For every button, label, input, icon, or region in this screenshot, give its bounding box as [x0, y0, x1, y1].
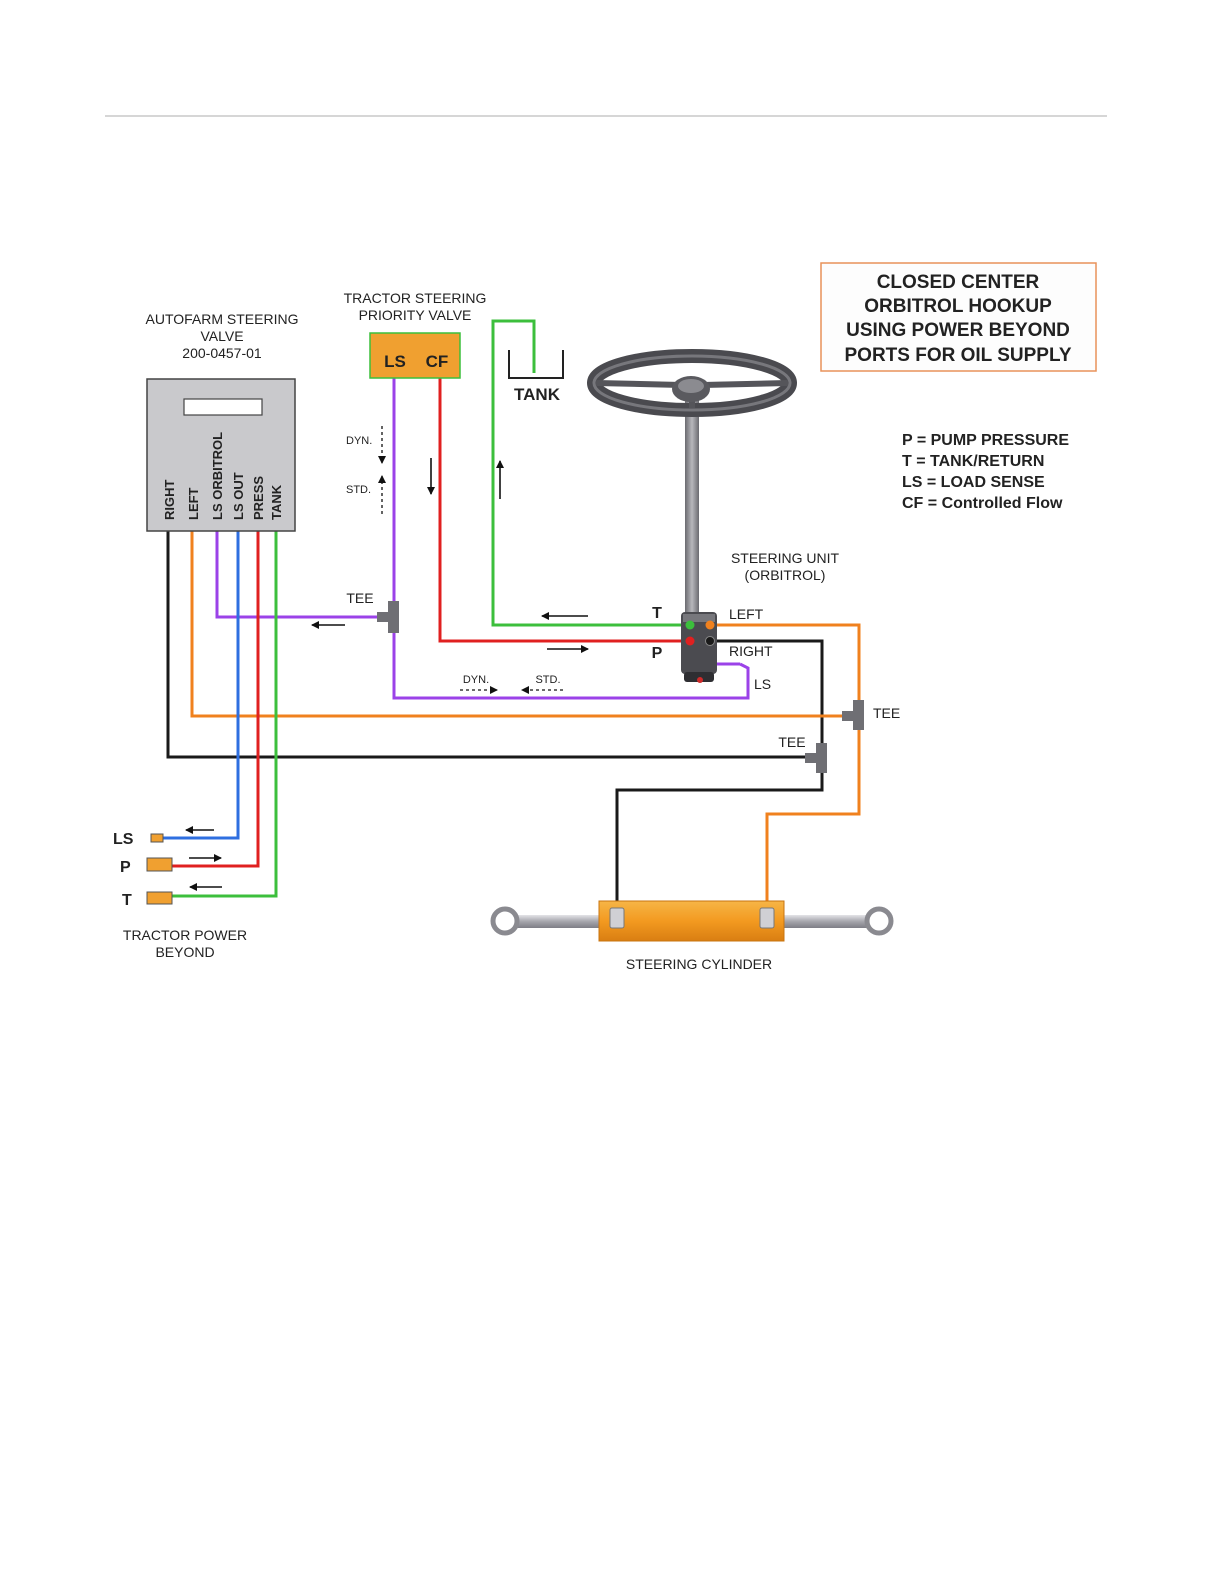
autofarm-label-plate [183, 398, 263, 416]
line-press [172, 378, 690, 868]
priority-port-ls: LS [384, 352, 406, 371]
tractor-power-beyond: LS P T TRACTOR POWER BEYOND [113, 831, 247, 960]
tee-label-purple: TEE [346, 590, 373, 606]
steering-cylinder: STEERING CYLINDER [490, 900, 894, 972]
tee-black [805, 743, 827, 773]
title-line-1: CLOSED CENTER [877, 272, 1040, 293]
pb-title-2: BEYOND [155, 944, 214, 960]
tee-label-orange: TEE [873, 705, 900, 721]
pb-title-1: TRACTOR POWER [123, 927, 247, 943]
pb-port-ls [150, 833, 164, 843]
line-tank [172, 319, 690, 898]
steering-port-t: T [652, 605, 662, 622]
autofarm-title-3: 200-0457-01 [182, 345, 262, 361]
pb-label-ls: LS [113, 831, 134, 848]
steering-unit-title-2: (ORBITROL) [745, 567, 826, 583]
pb-label-t: T [122, 892, 132, 909]
pb-port-t [146, 891, 173, 905]
title-line-3: USING POWER BEYOND [846, 320, 1070, 341]
std-label-vertical: STD. [346, 484, 371, 496]
legend: P = PUMP PRESSURE T = TANK/RETURN LS = L… [902, 432, 1069, 512]
tank: TANK [508, 350, 564, 404]
steering-port-right: RIGHT [729, 643, 773, 659]
steering-unit: STEERING UNIT (ORBITROL) T P LEFT RIGHT … [652, 550, 840, 692]
flow-arrows [185, 458, 589, 891]
title-line-4: PORTS FOR OIL SUPPLY [845, 345, 1072, 366]
hydraulic-lines [162, 319, 861, 912]
autofarm-title-1: AUTOFARM STEERING [146, 311, 299, 327]
steering-port-p: P [652, 645, 663, 662]
port-label-right: RIGHT [162, 480, 177, 521]
tee-label-black: TEE [778, 734, 805, 750]
title-box: CLOSED CENTER ORBITROL HOOKUP USING POWE… [820, 262, 1097, 372]
tee-fittings [377, 601, 864, 773]
tee-purple [377, 601, 399, 633]
priority-title-2: PRIORITY VALVE [359, 307, 472, 323]
dyn-label-horizontal: DYN. [463, 674, 489, 686]
priority-title-1: TRACTOR STEERING [344, 290, 487, 306]
flow-mode-annotations: DYN. STD. DYN. STD. [346, 426, 563, 694]
port-label-press: PRESS [251, 476, 266, 520]
priority-valve: TRACTOR STEERING PRIORITY VALVE LS CF [344, 290, 487, 379]
tee-orange [842, 700, 864, 730]
line-ls-out [162, 530, 240, 840]
cylinder-fitting-right [759, 907, 775, 929]
dyn-label-vertical: DYN. [346, 435, 372, 447]
title-line-2: ORBITROL HOOKUP [864, 296, 1052, 317]
std-label-horizontal: STD. [535, 674, 560, 686]
cylinder-fitting-left [609, 907, 625, 929]
autofarm-title-2: VALVE [200, 328, 243, 344]
port-label-left: LEFT [186, 487, 201, 520]
cylinder-eye-right [864, 906, 894, 936]
port-label-ls-out: LS OUT [231, 472, 246, 520]
legend-pump-pressure: P = PUMP PRESSURE [902, 432, 1069, 449]
pb-label-p: P [120, 859, 131, 876]
steering-unit-title-1: STEERING UNIT [731, 550, 840, 566]
priority-port-cf: CF [426, 352, 449, 371]
port-t-dot [685, 620, 695, 630]
line-left [190, 530, 861, 912]
tank-label: TANK [514, 385, 561, 404]
cylinder-barrel [598, 900, 785, 942]
pb-port-p [146, 857, 173, 872]
legend-controlled-flow: CF = Controlled Flow [902, 495, 1063, 512]
legend-tank-return: T = TANK/RETURN [902, 453, 1044, 470]
cylinder-eye-left [490, 906, 520, 936]
steering-wheel [587, 349, 797, 615]
legend-load-sense: LS = LOAD SENSE [902, 474, 1045, 491]
line-ls-orbitrol [215, 378, 750, 700]
port-right-dot [705, 636, 715, 646]
port-label-ls-orbitrol: LS ORBITROL [210, 432, 225, 520]
steering-port-ls: LS [754, 676, 771, 692]
port-left-dot [705, 620, 715, 630]
port-label-tank: TANK [269, 484, 284, 520]
steering-port-left: LEFT [729, 606, 764, 622]
port-p-dot [685, 636, 695, 646]
line-right [166, 530, 824, 912]
cylinder-label: STEERING CYLINDER [626, 956, 772, 972]
autofarm-steering-valve: AUTOFARM STEERING VALVE 200-0457-01 RIGH… [146, 311, 299, 532]
